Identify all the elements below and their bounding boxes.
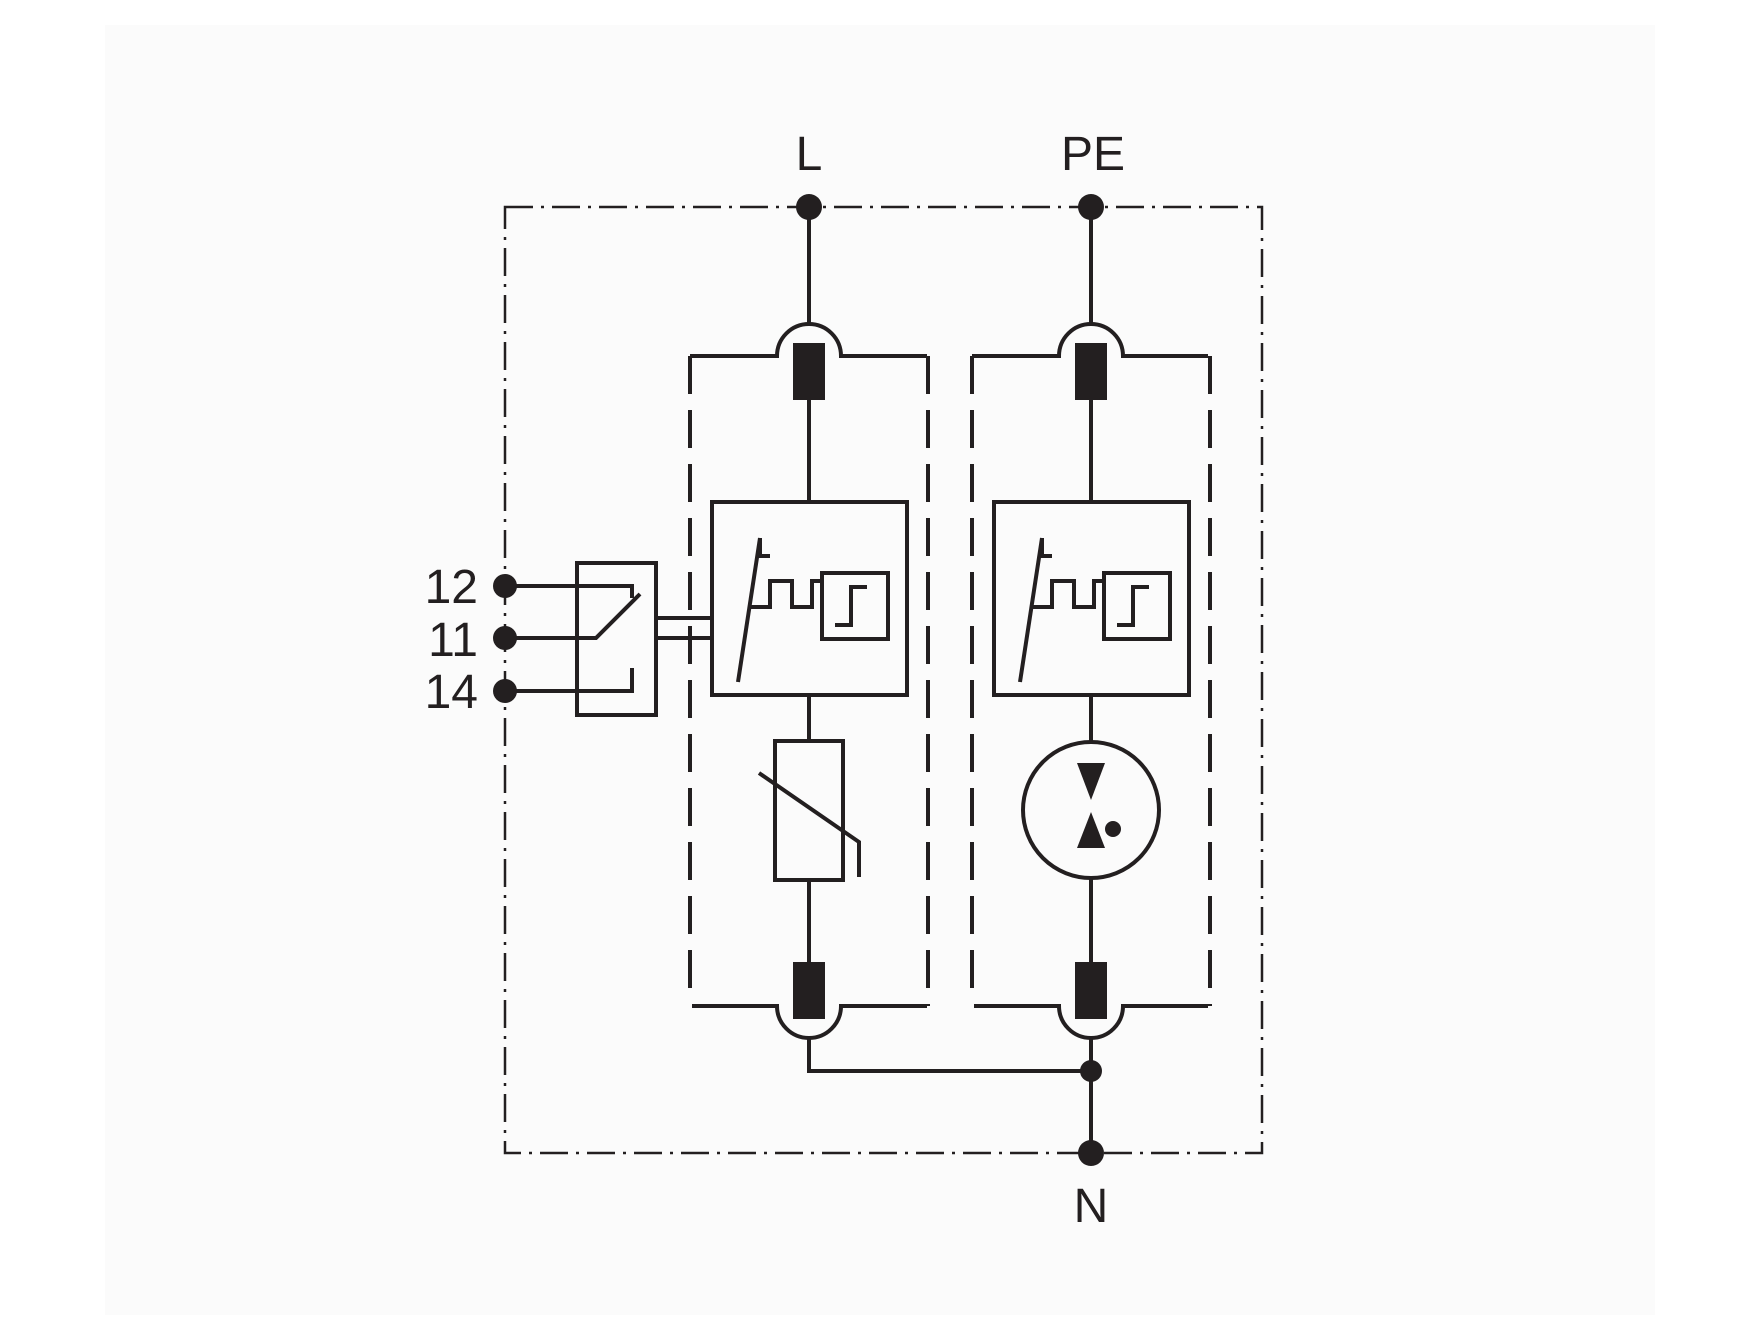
line-module-enclosure: [688, 356, 930, 1006]
terminal-11-label: 11: [428, 614, 478, 667]
terminal-14-node: [493, 679, 517, 703]
terminal-12-label: 12: [425, 561, 478, 614]
neutral-bus: [807, 1036, 1093, 1153]
diagram-background: [105, 25, 1655, 1315]
spark-gap-trigger-dot: [1105, 821, 1121, 837]
terminal-11-node: [493, 626, 517, 650]
pe-module-enclosure: [970, 356, 1212, 1006]
spark-gap-upper-electrode: [1077, 763, 1105, 800]
mechanical-link: [656, 616, 712, 640]
line-top-fuse: [793, 343, 825, 400]
pe-thermal-disconnector: [992, 500, 1191, 697]
terminal-pe-label: PE: [1061, 128, 1125, 181]
terminal-n-label: N: [1074, 1180, 1109, 1233]
terminal-l-label: L: [796, 128, 823, 181]
terminal-l-node: [796, 194, 822, 220]
spark-gap-lower-electrode: [1077, 812, 1105, 848]
pe-disconnector-symbol: [1018, 537, 1172, 683]
terminal-14-label: 14: [425, 666, 478, 719]
spark-gap: [1021, 740, 1161, 880]
pe-bottom-fuse: [1075, 962, 1107, 1019]
device-enclosure: [503, 205, 1264, 1155]
line-bottom-fuse: [793, 962, 825, 1019]
varistor: [757, 739, 861, 882]
remote-signal-contact: [505, 561, 658, 717]
pe-top-fuse: [1075, 343, 1107, 400]
terminal-pe-node: [1078, 194, 1104, 220]
line-disconnector-symbol: [736, 537, 890, 683]
terminal-n-node: [1078, 1140, 1104, 1166]
terminal-12-node: [493, 574, 517, 598]
line-thermal-disconnector: [710, 500, 909, 697]
junction-node: [1080, 1060, 1102, 1082]
